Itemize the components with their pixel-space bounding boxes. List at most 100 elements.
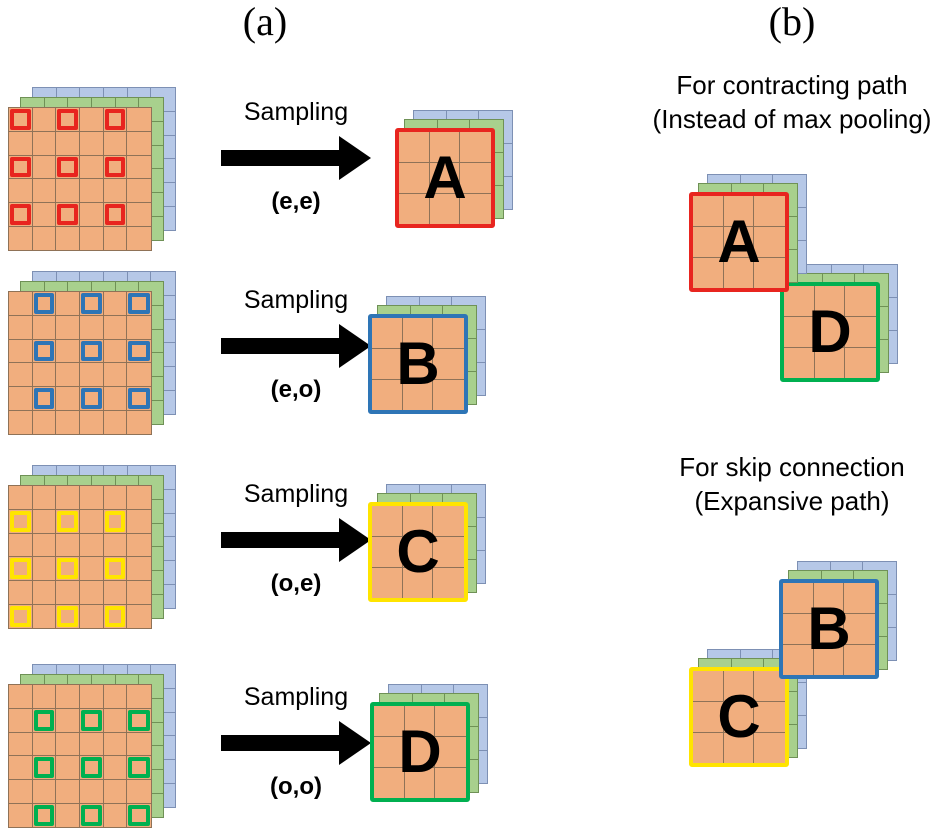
grid-cell	[56, 756, 80, 781]
grid-cell	[103, 292, 128, 316]
grid-cell	[127, 733, 151, 757]
grid-cell	[813, 583, 845, 614]
grid-cell	[9, 804, 33, 827]
grid-cell	[127, 132, 151, 156]
grid-cell	[32, 155, 57, 180]
grid-cell	[32, 533, 57, 558]
source-stack-D	[8, 664, 176, 828]
grid-cell	[79, 131, 104, 156]
grid-cell	[399, 194, 430, 224]
right-arrow-icon	[221, 721, 371, 765]
grid-cell	[723, 227, 755, 258]
grid-cell	[32, 108, 57, 132]
grid-cell	[103, 557, 128, 582]
sample-parity-label: (o,e)	[270, 570, 322, 597]
grid-layer-orange: D	[370, 702, 470, 802]
grid-cell	[127, 709, 151, 733]
grid-cell	[56, 363, 80, 388]
grid-cell	[79, 509, 104, 534]
grid-layer-orange: B	[779, 579, 879, 679]
grid-cell	[127, 292, 151, 316]
grid-cell	[127, 605, 151, 628]
grid-cell	[724, 258, 755, 288]
grid-cell	[103, 581, 128, 606]
grid-cell	[79, 363, 104, 388]
grid-cell	[56, 486, 80, 510]
grid-cell	[79, 708, 104, 733]
sampled-cell-marker	[10, 558, 31, 580]
grid-cell	[813, 614, 845, 645]
panelb-stack-C: C	[689, 649, 807, 767]
grid-cell	[435, 737, 466, 768]
grid-cell	[127, 316, 151, 340]
grid-cell	[56, 685, 80, 709]
contracting-title-line1: For contracting path	[676, 70, 908, 100]
grid-cell	[9, 533, 33, 558]
grid-cell	[56, 605, 80, 628]
grid-cell	[56, 339, 80, 364]
result-letter: C	[396, 518, 440, 585]
grid-cell	[56, 131, 80, 156]
grid-cell	[103, 339, 128, 364]
grid-cell	[784, 286, 815, 317]
grid-cell	[402, 349, 434, 380]
grid-cell	[433, 506, 464, 537]
panelb-stack-A: A	[689, 174, 807, 292]
skip-title-line2: (Expansive path)	[694, 486, 890, 516]
grid-cell	[9, 605, 33, 628]
grid-cell	[79, 292, 104, 316]
sampled-cell-marker	[10, 510, 31, 532]
skip-connection-title: For skip connection (Expansive path)	[592, 450, 950, 518]
grid-cell	[372, 537, 403, 568]
grid-cell	[127, 804, 151, 827]
grid-cell	[79, 315, 104, 340]
grid-cell	[9, 292, 33, 316]
grid-cell	[127, 581, 151, 606]
grid-cell	[103, 131, 128, 156]
grid-cell	[32, 780, 57, 805]
result-stack-B: B	[368, 296, 486, 414]
result-letter: B	[396, 330, 440, 397]
sampling-arrow-block: Sampling(e,e)	[212, 98, 380, 216]
grid-cell	[79, 581, 104, 606]
grid-cell	[104, 227, 128, 250]
grid-cell	[56, 179, 80, 204]
right-arrow-icon	[221, 136, 371, 180]
grid-layer-orange	[8, 684, 152, 828]
grid-cell	[399, 132, 430, 163]
grid-cell	[127, 756, 151, 781]
grid-cell	[103, 732, 128, 757]
grid-cell	[56, 581, 80, 606]
sampled-cell-marker	[128, 805, 150, 826]
grid-cell	[783, 645, 814, 675]
sampling-arrow-block: Sampling(e,o)	[212, 286, 380, 404]
grid-cell	[56, 155, 80, 180]
grid-cell	[32, 685, 57, 709]
grid-cell	[79, 732, 104, 757]
grid-layer-orange: B	[368, 314, 468, 414]
grid-cell	[79, 155, 104, 180]
sampled-cell-marker	[104, 606, 126, 627]
grid-cell	[127, 227, 151, 250]
result-stack-A: A	[395, 110, 513, 228]
skip-title-line1: For skip connection	[679, 452, 905, 482]
sample-parity-label: (e,o)	[270, 376, 322, 403]
grid-cell	[32, 339, 57, 364]
sampling-label: Sampling	[243, 480, 349, 508]
grid-cell	[103, 179, 128, 204]
sampled-cell-marker	[33, 293, 55, 314]
grid-cell	[56, 227, 80, 250]
right-arrow-icon	[221, 324, 371, 368]
grid-cell	[79, 685, 104, 709]
grid-cell	[783, 614, 814, 645]
grid-cell	[79, 108, 104, 132]
grid-cell	[32, 387, 57, 412]
grid-cell	[403, 380, 434, 410]
right-arrow-icon	[221, 518, 371, 562]
grid-cell	[433, 537, 464, 568]
sampled-cell-marker	[33, 709, 55, 731]
grid-cell	[103, 509, 128, 534]
grid-cell	[814, 645, 845, 675]
result-letter: A	[717, 208, 761, 275]
grid-cell	[372, 380, 403, 410]
